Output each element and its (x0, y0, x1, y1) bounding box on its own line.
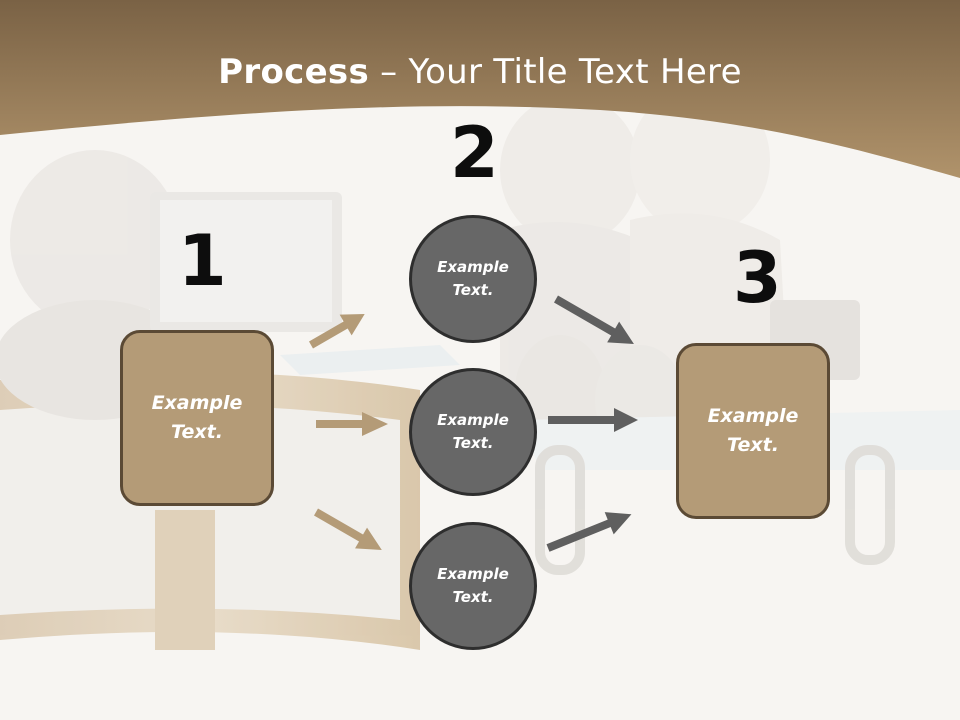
circle-middle-text: Example Text. (437, 411, 509, 452)
title-bold: Process (218, 52, 370, 92)
left-box-text: Example Text. (151, 392, 243, 443)
circle-middle: Example Text. (409, 368, 537, 496)
right-box-text: Example Text. (707, 405, 799, 456)
circle-bottom: Example Text. (409, 522, 537, 650)
circle-top: Example Text. (409, 215, 537, 343)
arrow-middle-to-right (548, 408, 638, 432)
step-number-1: 1 (178, 220, 227, 302)
header-band (0, 0, 960, 178)
slide-title: Process – Your Title Text Here (0, 52, 960, 92)
left-box: Example Text. (120, 330, 274, 506)
step-number-2: 2 (450, 112, 499, 194)
arrow-left-to-bottom (314, 508, 382, 550)
title-rest: – Your Title Text Here (369, 52, 742, 92)
right-box: Example Text. (676, 343, 830, 519)
circle-bottom-text: Example Text. (437, 565, 509, 606)
circle-top-text: Example Text. (437, 258, 509, 299)
step-number-3: 3 (733, 237, 782, 319)
arrows (309, 295, 638, 552)
arrow-left-to-top (309, 314, 365, 349)
arrow-left-to-middle (316, 412, 388, 436)
arrow-top-to-right (554, 295, 634, 344)
arrow-bottom-to-right (546, 512, 632, 552)
